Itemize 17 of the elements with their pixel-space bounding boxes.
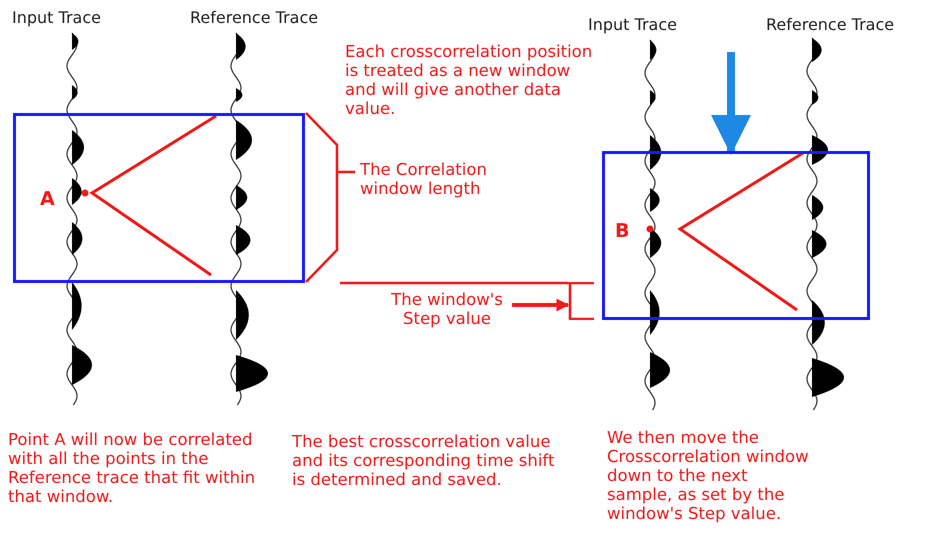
step-bracket [568, 282, 594, 320]
correlation-window [13, 113, 305, 283]
axis-title: Reference Trace [190, 8, 318, 27]
arrow [711, 52, 751, 155]
correlation-window [602, 151, 870, 320]
annotation-text: Each crosscorrelation position is treated as a new window and will give another data value. [345, 42, 594, 118]
annotation-text: Point A will now be correlated with all the points in the Reference trace that fit within that window. [8, 430, 256, 506]
axis-title: Reference Trace [766, 15, 894, 34]
annotation-text: The Correlation window length [360, 160, 488, 198]
annotation-text: The best crosscorrelation value and its corresponding time shift is determined and saved. [292, 432, 556, 489]
point-label: A [40, 190, 55, 208]
annotation-text: We then move the Crosscorrelation window down to the next sample, as set by the window's Step value. [607, 428, 810, 523]
point-label: B [615, 222, 630, 240]
axis-title: Input Trace [588, 15, 677, 34]
axis-title: Input Trace [12, 8, 101, 27]
arrow [512, 298, 570, 312]
annotation-text: The window's Step value [382, 290, 512, 330]
